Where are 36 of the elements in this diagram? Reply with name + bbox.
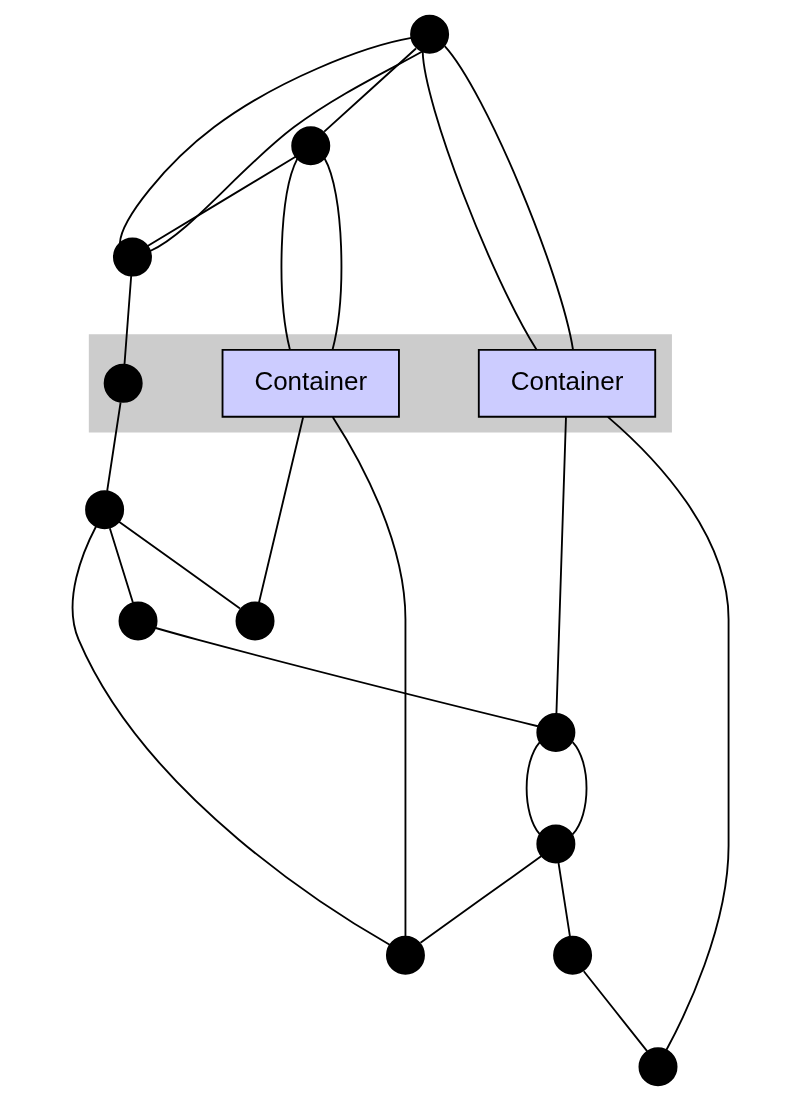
node-circle	[290, 126, 330, 166]
connector	[571, 741, 587, 836]
connector	[525, 741, 541, 836]
node-circle	[638, 1047, 677, 1087]
node-circle	[552, 935, 592, 975]
connector	[117, 520, 241, 610]
node-circle	[84, 490, 124, 530]
node-box: Container	[221, 349, 400, 418]
node-circle	[118, 601, 158, 641]
node-circle	[385, 935, 425, 975]
connector	[421, 50, 537, 351]
connector	[154, 627, 539, 728]
cluster	[88, 334, 672, 433]
connector	[582, 970, 648, 1053]
connector	[105, 401, 122, 492]
connector	[71, 525, 391, 946]
connector	[419, 855, 542, 944]
node-circle	[103, 363, 143, 403]
connector	[118, 37, 412, 245]
connector	[108, 527, 134, 604]
connector	[123, 275, 132, 366]
connector	[331, 416, 406, 938]
node-circle	[112, 237, 152, 277]
node-circle	[535, 713, 575, 752]
connector	[557, 861, 571, 938]
node-box: Container	[477, 349, 656, 418]
node-circle	[409, 14, 449, 54]
node-circle	[235, 601, 275, 641]
connector	[322, 47, 417, 133]
connector	[443, 45, 574, 351]
connector	[606, 415, 729, 1051]
connector	[280, 157, 298, 351]
connector	[146, 155, 296, 247]
node-circle	[535, 824, 575, 864]
connector	[148, 50, 423, 252]
connector	[555, 416, 567, 715]
